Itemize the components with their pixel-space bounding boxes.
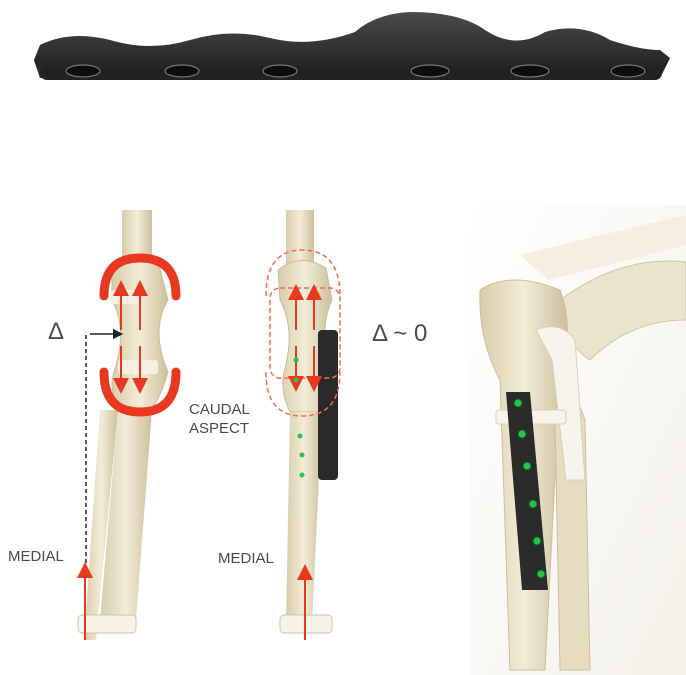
caudal-aspect-label: CAUDAL ASPECT: [189, 400, 250, 438]
medial-label-middle: MEDIAL: [218, 550, 274, 567]
delta-label: Δ: [48, 318, 64, 346]
left-bone-model: [78, 210, 168, 640]
elbow-photograph: [470, 205, 686, 675]
delta-approx-zero-label: Δ ~ 0: [372, 320, 427, 348]
bone-plate: [34, 12, 670, 80]
medial-label-left: MEDIAL: [8, 548, 64, 565]
middle-bone-model: [278, 210, 338, 633]
aspect-line: ASPECT: [189, 419, 250, 438]
caudal-line: CAUDAL: [189, 400, 250, 419]
